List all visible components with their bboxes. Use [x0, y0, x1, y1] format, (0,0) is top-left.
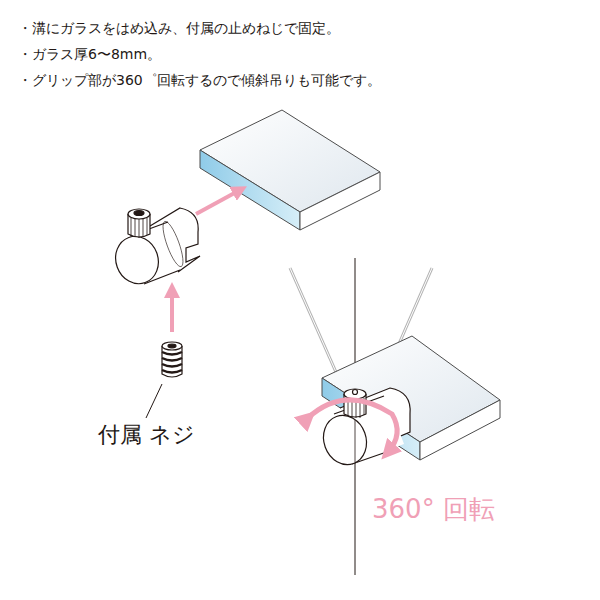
leader-line — [146, 384, 162, 418]
note-text: ・ガラス厚6〜8mm。 — [18, 46, 161, 63]
glass-clamp — [109, 208, 200, 290]
assembly-arrow — [196, 190, 240, 214]
part-label: 付属 ネジ — [98, 422, 195, 448]
rotation-label: 360° 回転 — [372, 494, 495, 525]
note-text: ・グリップ部が360゜回転するので傾斜吊りも可能です。 — [18, 72, 381, 89]
assembly-arrow — [170, 290, 174, 332]
set-screw — [162, 342, 182, 377]
note-text: ・溝にガラスをはめ込み、付属の止めねじで固定。 — [18, 20, 340, 37]
rotation-arrow — [308, 400, 397, 452]
glass-plate — [200, 110, 380, 230]
